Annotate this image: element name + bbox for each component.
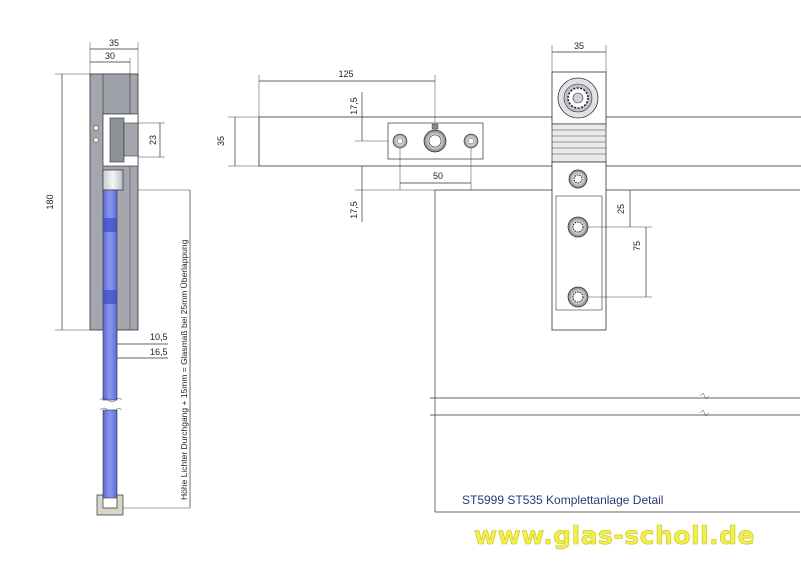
dim-75: 75: [632, 241, 642, 251]
dim-10-5: 10,5: [150, 332, 168, 342]
rail-elevation: 35 125 17,5 50 17,5: [216, 69, 801, 513]
glass-pane-lower: [102, 409, 118, 499]
dim-180: 180: [45, 194, 55, 209]
dim-rail-35: 35: [216, 136, 226, 146]
floor-guide: [96, 494, 124, 516]
hanger-assembly: 35 25 75: [551, 41, 652, 331]
dim-17-5-upper: 17,5: [349, 97, 359, 115]
brand-watermark: www.glas-scholl.de: [474, 521, 755, 550]
dim-hanger-35: 35: [574, 41, 584, 51]
section-view: 35 30 180 23: [45, 38, 191, 516]
dim-16-5: 16,5: [150, 347, 168, 357]
drawing-caption: ST5999 ST535 Komplettanlage Detail: [462, 493, 663, 507]
top-rail: [258, 116, 801, 167]
dim-23: 23: [148, 135, 158, 145]
clear-height-note: Höhe Lichter Durchgang + 15mm = Glasmaß …: [179, 239, 189, 500]
dim-25: 25: [616, 204, 626, 214]
dim-35-top: 35: [109, 38, 119, 48]
dim-125: 125: [338, 69, 353, 79]
dim-50: 50: [433, 171, 443, 181]
roller-carriage: [109, 117, 125, 163]
dim-17-5-lower: 17,5: [349, 201, 359, 219]
dim-30-top: 30: [105, 51, 115, 61]
